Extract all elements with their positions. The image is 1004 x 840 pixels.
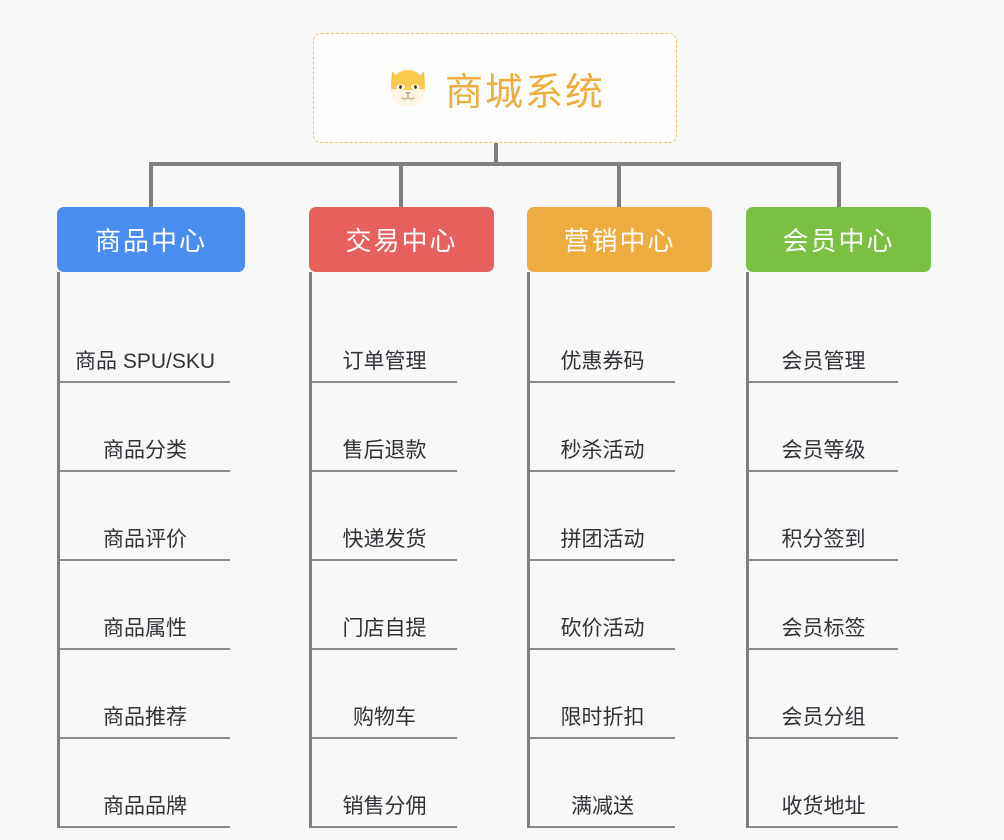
leaf-item[interactable]: 订单管理 bbox=[312, 294, 457, 383]
column-trade-center: 交易中心 订单管理 售后退款 快递发货 门店自提 购物车 销售分佣 bbox=[309, 207, 494, 828]
shiba-dog-face-icon bbox=[385, 65, 431, 111]
leaf-list-product-center: 商品 SPU/SKU 商品分类 商品评价 商品属性 商品推荐 商品品牌 bbox=[57, 272, 230, 828]
leaf-item[interactable]: 会员等级 bbox=[749, 383, 898, 472]
root-node-mall-system[interactable]: 商城系统 bbox=[313, 33, 677, 143]
category-label: 会员中心 bbox=[782, 226, 895, 256]
root-node-title: 商城系统 bbox=[444, 71, 605, 114]
category-box-marketing-center[interactable]: 营销中心 bbox=[527, 207, 712, 272]
column-product-center: 商品中心 商品 SPU/SKU 商品分类 商品评价 商品属性 商品推荐 商品品牌 bbox=[57, 207, 245, 828]
connector-drop-3 bbox=[617, 162, 621, 209]
leaf-item[interactable]: 商品 SPU/SKU bbox=[60, 294, 230, 383]
connector-drop-1 bbox=[149, 162, 153, 209]
category-box-trade-center[interactable]: 交易中心 bbox=[309, 207, 494, 272]
leaf-item[interactable]: 积分签到 bbox=[749, 472, 898, 561]
leaf-item[interactable]: 商品属性 bbox=[60, 561, 230, 650]
leaf-item[interactable]: 门店自提 bbox=[312, 561, 457, 650]
category-box-member-center[interactable]: 会员中心 bbox=[746, 207, 931, 272]
connector-drop-2 bbox=[399, 162, 403, 209]
leaf-item[interactable]: 快递发货 bbox=[312, 472, 457, 561]
column-member-center: 会员中心 会员管理 会员等级 积分签到 会员标签 会员分组 收货地址 bbox=[746, 207, 931, 828]
category-box-product-center[interactable]: 商品中心 bbox=[57, 207, 245, 272]
category-label: 营销中心 bbox=[563, 226, 676, 256]
category-label: 交易中心 bbox=[345, 226, 458, 256]
connector-root-stem bbox=[494, 143, 498, 164]
leaf-item[interactable]: 砍价活动 bbox=[530, 561, 675, 650]
leaf-item[interactable]: 商品分类 bbox=[60, 383, 230, 472]
column-marketing-center: 营销中心 优惠券码 秒杀活动 拼团活动 砍价活动 限时折扣 满减送 bbox=[527, 207, 712, 828]
leaf-item[interactable]: 拼团活动 bbox=[530, 472, 675, 561]
category-label: 商品中心 bbox=[94, 226, 207, 256]
leaf-item[interactable]: 会员管理 bbox=[749, 294, 898, 383]
leaf-item[interactable]: 限时折扣 bbox=[530, 650, 675, 739]
leaf-list-marketing-center: 优惠券码 秒杀活动 拼团活动 砍价活动 限时折扣 满减送 bbox=[527, 272, 675, 828]
leaf-list-member-center: 会员管理 会员等级 积分签到 会员标签 会员分组 收货地址 bbox=[746, 272, 898, 828]
leaf-item[interactable]: 购物车 bbox=[312, 650, 457, 739]
leaf-item[interactable]: 会员分组 bbox=[749, 650, 898, 739]
leaf-item[interactable]: 售后退款 bbox=[312, 383, 457, 472]
leaf-item[interactable]: 优惠券码 bbox=[530, 294, 675, 383]
leaf-item[interactable]: 商品评价 bbox=[60, 472, 230, 561]
leaf-item[interactable]: 销售分佣 bbox=[312, 739, 457, 828]
leaf-item[interactable]: 商品品牌 bbox=[60, 739, 230, 828]
leaf-item[interactable]: 秒杀活动 bbox=[530, 383, 675, 472]
connector-drop-4 bbox=[837, 162, 841, 209]
leaf-list-trade-center: 订单管理 售后退款 快递发货 门店自提 购物车 销售分佣 bbox=[309, 272, 457, 828]
leaf-item[interactable]: 商品推荐 bbox=[60, 650, 230, 739]
leaf-item[interactable]: 收货地址 bbox=[749, 739, 898, 828]
leaf-item[interactable]: 满减送 bbox=[530, 739, 675, 828]
connector-horizontal-bus bbox=[149, 162, 841, 166]
leaf-item[interactable]: 会员标签 bbox=[749, 561, 898, 650]
